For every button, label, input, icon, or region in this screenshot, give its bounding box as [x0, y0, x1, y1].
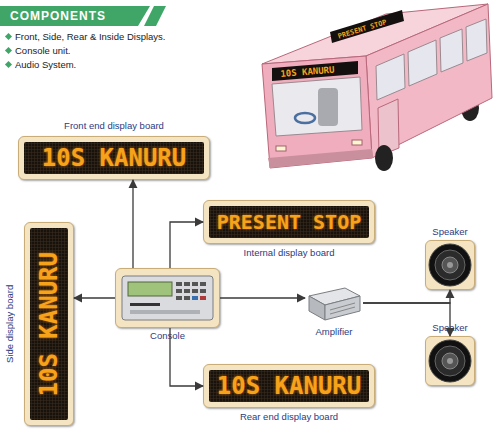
display-board: 10S KANURU — [24, 222, 74, 426]
drawing-part — [176, 296, 182, 300]
drawing-part — [309, 296, 325, 320]
node-box: PRESENT STOP Internal display board — [203, 200, 375, 260]
driver-seat — [318, 88, 338, 126]
node-box: Speaker — [422, 226, 478, 292]
drawing-part — [429, 244, 471, 286]
drawing-part — [130, 310, 200, 314]
node-box: Side display board 10S KANURU — [4, 222, 74, 426]
drawing-part — [435, 346, 465, 376]
bullet-marker — [5, 33, 12, 40]
headlight — [276, 146, 286, 151]
destination-sign — [272, 61, 358, 81]
drawing-part — [130, 303, 160, 306]
bullet-marker — [5, 61, 12, 68]
drawing-part — [184, 296, 190, 300]
bus-window — [408, 40, 437, 86]
bullet-markers — [5, 33, 12, 68]
drawing-part — [176, 289, 182, 293]
bus-window — [376, 54, 405, 100]
title-text: COMPONENTS — [10, 9, 106, 23]
roof-sign — [330, 10, 404, 43]
node-box: 10S KANURU Rear end display board — [203, 364, 375, 428]
bumper — [268, 149, 373, 168]
bullet-text: Front, Side, Rear & Inside Displays. — [15, 31, 165, 42]
display-board: PRESENT STOP — [203, 200, 375, 244]
bus-illustration — [262, 4, 492, 171]
drawing-part — [192, 282, 198, 286]
drawing-part — [122, 276, 213, 320]
node-box: Console — [115, 268, 220, 342]
board-label: Rear end display board — [203, 411, 375, 422]
speaker-drawing — [426, 241, 474, 289]
speaker-drawing — [426, 337, 474, 385]
device-label: Speaker — [422, 322, 478, 333]
drawing-part — [184, 289, 190, 293]
bus-windshield — [272, 77, 362, 136]
drawing-part — [200, 282, 206, 286]
led-text: 10S KANURU — [217, 372, 362, 400]
amplifier-box — [305, 282, 363, 324]
drawing-part — [442, 257, 458, 273]
bus-front — [262, 56, 372, 168]
drawing-part — [447, 262, 453, 268]
drawing-part — [200, 296, 206, 300]
led-screen: PRESENT STOP — [209, 206, 369, 238]
console-device — [116, 269, 219, 327]
display-board: 10S KANURU — [18, 136, 210, 180]
connector-arrow — [132, 180, 133, 268]
connector-arrow — [170, 222, 203, 268]
node-box: Speaker — [422, 322, 478, 388]
drawing-part — [184, 282, 190, 286]
bus-window — [440, 29, 463, 72]
drawing-part — [192, 296, 198, 300]
speaker-box — [425, 336, 475, 386]
board-label: Internal display board — [203, 247, 375, 258]
bullet-marker — [5, 47, 12, 54]
led-text: 10S KANURU — [35, 252, 63, 397]
steering-wheel — [295, 113, 315, 123]
drawing-part — [200, 289, 206, 293]
connector-arrow — [74, 297, 115, 298]
led-text: 10S KANURU — [42, 144, 187, 172]
drawing-part — [325, 296, 360, 320]
bus-side — [366, 4, 492, 158]
speaker-box — [425, 240, 475, 290]
bus-wheel — [375, 145, 393, 171]
led-screen: 10S KANURU — [209, 370, 369, 402]
headlight — [352, 140, 362, 145]
connector-arrow — [220, 297, 305, 298]
led-text: PRESENT STOP — [217, 210, 362, 234]
drawing-part — [435, 250, 465, 280]
bullet-text: Console unit. — [15, 45, 70, 56]
drawing-part — [176, 282, 182, 286]
node-box: Front end display board 10S KANURU — [18, 120, 210, 182]
led-screen: 10S KANURU — [24, 142, 204, 174]
board-label: Front end display board — [18, 120, 210, 131]
bullet-text: Audio System. — [15, 59, 76, 70]
drawing-part — [128, 282, 172, 296]
device-label: Console — [115, 330, 220, 341]
title-banner: COMPONENTS — [0, 6, 150, 26]
bus-window — [466, 19, 487, 61]
drawing-part — [330, 307, 355, 314]
device-label: Amplifier — [300, 326, 368, 337]
connector-arrow — [363, 290, 450, 303]
board-label: Side display board — [4, 222, 18, 426]
drawing-part — [447, 358, 453, 364]
node-box: Amplifier — [300, 282, 368, 340]
device-label: Speaker — [422, 226, 478, 237]
drawing-part — [429, 340, 471, 382]
display-board: 10S KANURU — [203, 364, 375, 408]
drawing-part — [192, 289, 198, 293]
drawing-part — [330, 303, 355, 310]
drawing-part — [442, 353, 458, 369]
led-screen: 10S KANURU — [30, 228, 68, 420]
amplifier-device — [305, 282, 363, 324]
console-panel — [115, 268, 220, 328]
